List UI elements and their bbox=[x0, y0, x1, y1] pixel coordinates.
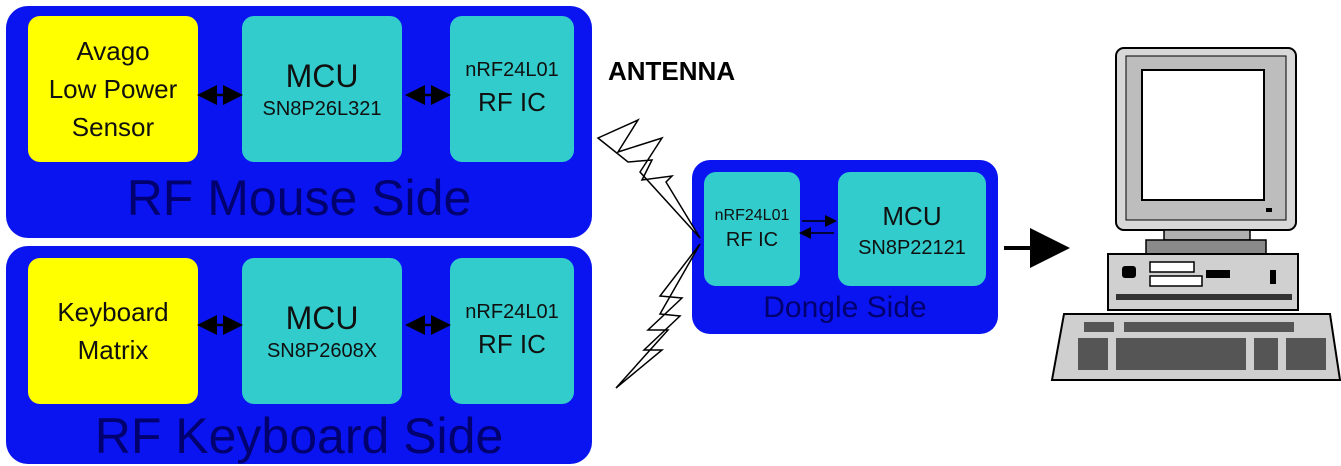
avago-sensor-block: Avago Low Power Sensor bbox=[28, 16, 198, 162]
dongle-mcu-label: MCU bbox=[882, 201, 942, 231]
keyboard-rf-block: nRF24L01 RF IC bbox=[450, 258, 574, 404]
dongle-side-panel: nRF24L01 RF IC MCU SN8P22121 Dongle Side bbox=[692, 160, 998, 334]
dongle-rf-block: nRF24L01 RF IC bbox=[704, 172, 800, 286]
mouse-mcu-label: MCU bbox=[285, 58, 359, 94]
keyboard-matrix-block: Keyboard Matrix bbox=[28, 258, 198, 404]
matrix-line-1: Keyboard bbox=[57, 297, 169, 327]
keyboard-mcu-label: MCU bbox=[285, 300, 359, 336]
keyboard-rf-label: RF IC bbox=[478, 329, 546, 359]
keyboard-mcu-part: SN8P2608X bbox=[266, 340, 378, 362]
keyboard-rf-chip: nRF24L01 bbox=[465, 301, 559, 323]
dongle-mcu-block: MCU SN8P22121 bbox=[838, 172, 986, 286]
matrix-line-2: Matrix bbox=[77, 335, 149, 365]
lightning-icon bbox=[615, 243, 701, 389]
mouse-mcu-part: SN8P26L321 bbox=[262, 98, 382, 120]
sensor-line-2: Low Power bbox=[48, 74, 178, 104]
mouse-rf-label: RF IC bbox=[478, 87, 546, 117]
antenna-label: ANTENNA bbox=[608, 56, 736, 86]
mouse-side-title: RF Mouse Side bbox=[126, 170, 472, 226]
keyboard-side-panel: Keyboard Matrix MCU SN8P2608X nRF24L01 R… bbox=[6, 246, 592, 464]
dongle-rf-chip: nRF24L01 bbox=[714, 207, 790, 224]
lightning-icon bbox=[596, 118, 701, 239]
mouse-rf-block: nRF24L01 RF IC bbox=[450, 16, 574, 162]
dongle-rf-label: RF IC bbox=[725, 229, 779, 251]
sensor-line-3: Sensor bbox=[71, 112, 155, 142]
mouse-rf-chip: nRF24L01 bbox=[465, 59, 559, 81]
keyboard-mcu-block: MCU SN8P2608X bbox=[242, 258, 402, 404]
computer-icon bbox=[1050, 47, 1341, 381]
mouse-side-panel: Avago Low Power Sensor MCU SN8P26L321 nR… bbox=[6, 6, 592, 238]
mouse-mcu-block: MCU SN8P26L321 bbox=[242, 16, 402, 162]
dongle-mcu-part: SN8P22121 bbox=[858, 237, 966, 259]
sensor-line-1: Avago bbox=[76, 36, 150, 66]
dongle-side-title: Dongle Side bbox=[763, 291, 927, 324]
keyboard-side-title: RF Keyboard Side bbox=[94, 408, 504, 464]
